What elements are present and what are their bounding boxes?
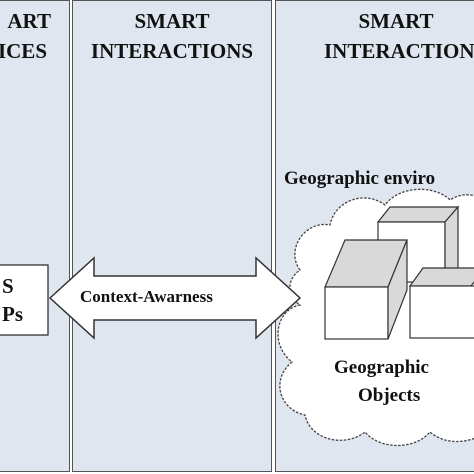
right-panel-heading-line2: INTERACTIONS	[324, 39, 474, 63]
objects-label-line2: Objects	[358, 385, 421, 406]
left-panel-heading-line1: ART	[7, 9, 51, 33]
arrow-label: Context-Awarness	[80, 287, 213, 306]
left-panel: ART ICES	[0, 0, 70, 472]
objects-label-line1: Geographic	[334, 357, 429, 378]
cube-front	[324, 239, 408, 340]
middle-panel: SMART INTERACTIONS	[72, 0, 272, 472]
right-panel-heading-line1: SMART	[358, 9, 434, 33]
left-box-line1: S	[2, 274, 14, 298]
context-awareness-arrow	[48, 256, 302, 340]
environment-label: Geographic enviro	[284, 168, 436, 189]
middle-panel-heading-line2: INTERACTIONS	[90, 39, 254, 63]
left-box	[0, 264, 49, 336]
left-panel-heading-line2: ICES	[0, 39, 47, 63]
cube-right	[408, 267, 474, 339]
left-box-line2: Ps	[2, 302, 23, 326]
middle-panel-heading-line1: SMART	[134, 9, 210, 33]
